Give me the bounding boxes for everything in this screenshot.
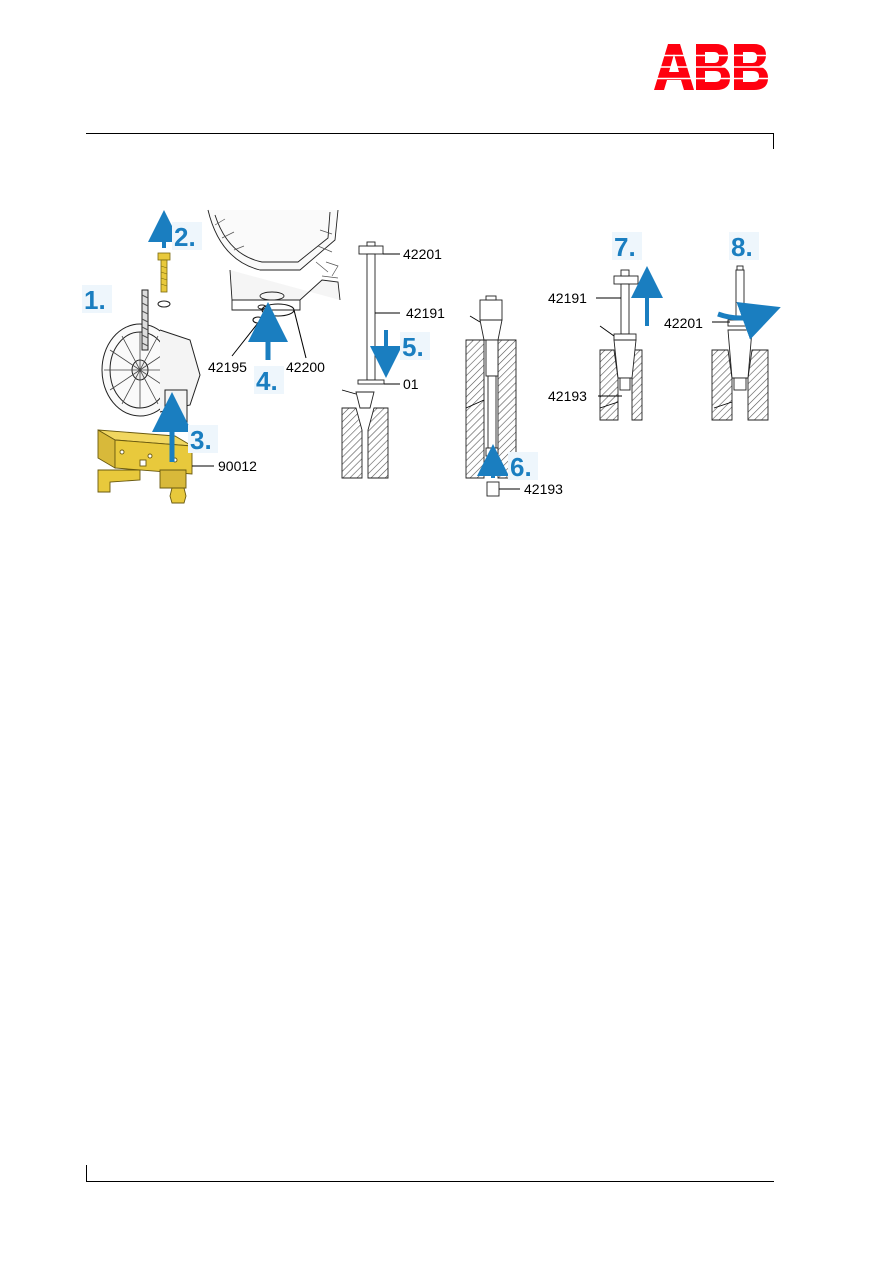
label-42200: 42200: [286, 359, 325, 375]
step-5: 5.: [402, 332, 424, 362]
cartridge-drawing: [101, 289, 201, 431]
bore-section-8: [711, 265, 769, 421]
label-01: 01: [403, 376, 419, 392]
header-rule-tick: [773, 133, 774, 149]
step-labels: 1. 2. 3. 4. 5. 6. 7. 8.: [82, 222, 759, 482]
step-1: 1.: [84, 285, 106, 315]
step-7: 7.: [614, 232, 636, 262]
label-42193-col7: 42193: [548, 388, 587, 404]
label-42193-col6: 42193: [524, 481, 563, 497]
bore-section-5: [341, 389, 389, 479]
puller-tool-drawing: [357, 241, 385, 385]
o-ring-42195: [252, 316, 264, 324]
step-2: 2.: [174, 222, 196, 252]
abb-logo: [654, 44, 774, 90]
bore-section-7: [599, 269, 643, 421]
bracket-drawing: [97, 429, 193, 504]
label-42201-top: 42201: [403, 246, 442, 262]
assembly-illustration: 1. 2. 3. 4. 5. 6. 7. 8. 90012 42195 4220…: [82, 209, 781, 504]
label-42191-col7: 42191: [548, 290, 587, 306]
bore-section-6: [465, 295, 517, 497]
part-labels: 90012 42195 42200 42201 42191 01 42193 4…: [208, 246, 703, 497]
label-42195: 42195: [208, 359, 247, 375]
casing-drawing: [207, 209, 341, 311]
arrow-step8-rotate: [717, 302, 781, 340]
footer-rule: [86, 1181, 774, 1182]
footer-rule-tick: [86, 1165, 87, 1181]
step-6: 6.: [510, 452, 532, 482]
label-42201-col8: 42201: [664, 315, 703, 331]
step-4: 4.: [256, 366, 278, 396]
bolt-drawing: [157, 252, 171, 308]
step-3: 3.: [190, 425, 212, 455]
label-42191-mid: 42191: [406, 305, 445, 321]
label-90012: 90012: [218, 458, 257, 474]
step-8: 8.: [731, 232, 753, 262]
header-rule: [86, 133, 774, 134]
